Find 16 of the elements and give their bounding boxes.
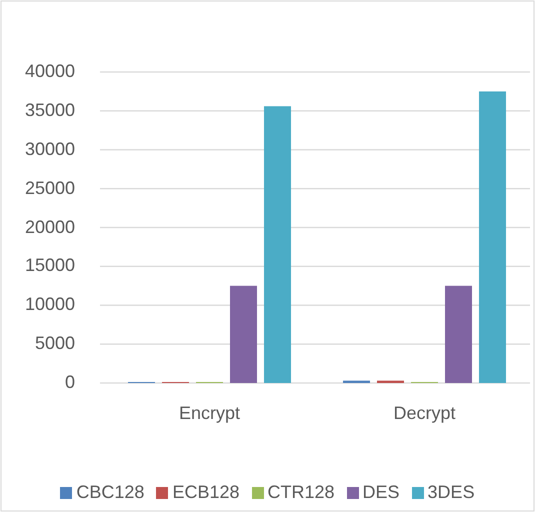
- legend-label: CBC128: [76, 482, 144, 503]
- axis-tick-label: 10000: [24, 294, 75, 316]
- axis-tick-label: 35000: [24, 100, 75, 121]
- axis-tick-label: 40000: [24, 61, 75, 82]
- axis-tick-label: 30000: [24, 138, 75, 160]
- axis-tick-label: 15000: [24, 255, 75, 276]
- axis-tick-label: 0: [64, 372, 75, 393]
- legend-label: CTR128: [268, 482, 335, 503]
- legend-label: DES: [362, 482, 400, 503]
- legend-label: ECB128: [172, 482, 240, 503]
- category-label: Encrypt: [178, 403, 242, 424]
- axis-tick-label: 5000: [34, 333, 75, 354]
- legend-label: 3DES: [428, 482, 475, 503]
- axis-tick-label: 20000: [24, 216, 75, 238]
- axis-tick-label: 25000: [24, 178, 75, 199]
- category-label: Decrypt: [392, 403, 456, 424]
